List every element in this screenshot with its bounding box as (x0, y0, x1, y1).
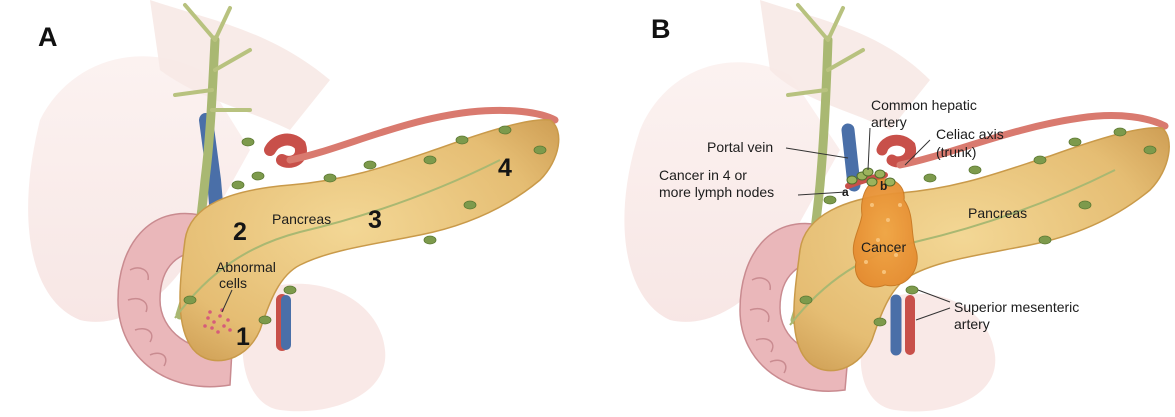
common-hepatic-artery-label-line1: Common hepatic (871, 97, 977, 113)
cancer-label: Cancer (861, 239, 906, 255)
stage-number-2: 2 (233, 218, 247, 246)
pancreas-label-b: Pancreas (968, 205, 1027, 221)
celiac-axis-label-line2: (trunk) (936, 144, 976, 160)
pancreas-label-a: Pancreas (272, 211, 331, 227)
stage-number-3: 3 (368, 206, 382, 234)
sma-label-line2: artery (954, 316, 990, 332)
panel-letter-b: B (651, 14, 671, 44)
sma-label-line1: Superior mesenteric (954, 299, 1079, 315)
panel-b: B Common hepatic artery Portal vein Celi… (624, 0, 1169, 412)
marker-b-label: b (880, 179, 887, 193)
portal-vein-label: Portal vein (707, 139, 773, 155)
stage-number-1: 1 (236, 323, 250, 351)
abnormal-cells-label-line1: Abnormal (216, 259, 276, 275)
marker-a-label: a (842, 185, 849, 199)
stage-number-4: 4 (498, 154, 512, 182)
common-hepatic-artery-label-line2: artery (871, 114, 907, 130)
lymph-nodes-label-line2: more lymph nodes (659, 184, 774, 200)
celiac-axis-label-line1: Celiac axis (936, 126, 1004, 142)
panel-a: A 1 2 3 4 Pancreas Abnormal cells (28, 0, 559, 411)
celiac-trunk-b (882, 140, 911, 162)
panel-letter-a: A (38, 22, 58, 52)
lymph-nodes-label-line1: Cancer in 4 or (659, 167, 747, 183)
abnormal-cells-label-line2: cells (219, 275, 247, 291)
